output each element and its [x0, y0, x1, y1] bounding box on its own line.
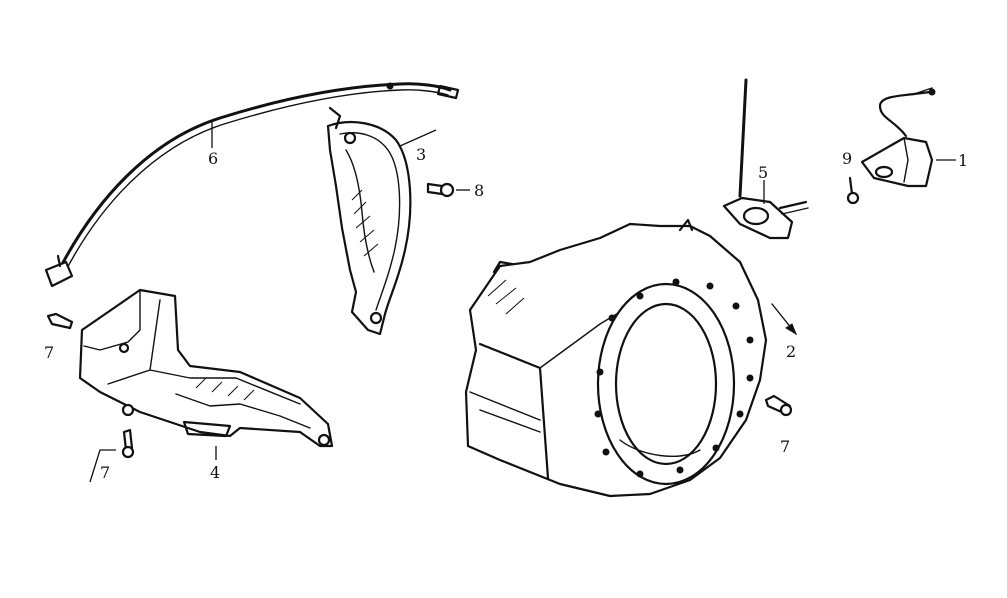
part-7-screw-right [764, 394, 793, 417]
callout-8: 8 [474, 181, 484, 200]
part-5-switch [722, 78, 809, 240]
callout-3: 3 [416, 145, 426, 164]
part-8-screw [426, 182, 455, 198]
callout-7-right: 7 [780, 437, 790, 456]
leader-lines [89, 122, 956, 483]
part-1-bracket [860, 87, 936, 188]
part-7-screw-lower-left [121, 428, 135, 459]
callout-5: 5 [758, 163, 768, 182]
part-2-fan-housing [464, 218, 768, 498]
callout-9: 9 [842, 149, 852, 168]
callout-labels: 6 3 8 7 7 4 5 9 1 2 7 [44, 145, 968, 482]
part-4-lower-cover [78, 288, 334, 448]
callout-6: 6 [208, 149, 218, 168]
part-6-cable [44, 82, 460, 288]
part-2-arrow [771, 303, 798, 336]
part-7-screw-upper-left [46, 312, 74, 330]
callout-1: 1 [958, 151, 968, 170]
callout-2: 2 [786, 342, 796, 361]
part-3-shroud-plate [326, 106, 412, 336]
callout-4: 4 [210, 463, 220, 482]
callout-7-lower-left: 7 [100, 463, 110, 482]
part-9-screw [846, 176, 860, 205]
callout-7-upper-left: 7 [44, 343, 54, 362]
